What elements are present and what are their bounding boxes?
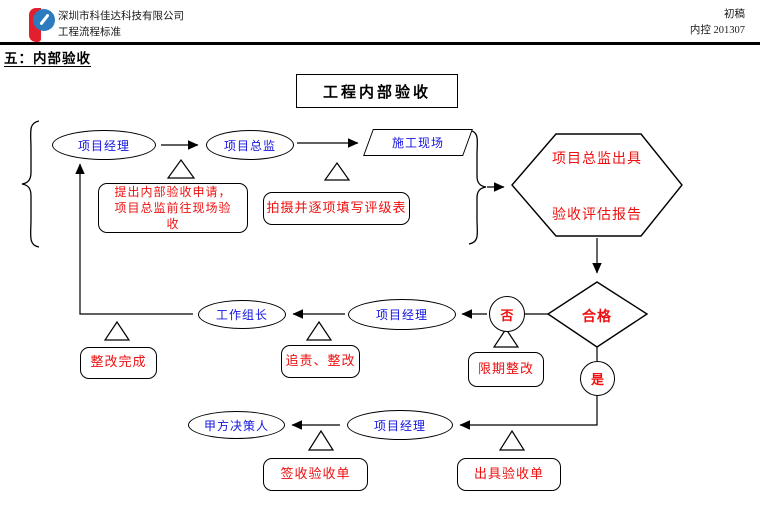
triangle-sign-note — [307, 429, 335, 451]
company-logo — [29, 5, 56, 43]
flow-title-box: 工程内部验收 — [296, 74, 458, 108]
node-client-decider: 甲方决策人 — [188, 411, 285, 439]
node-project-manager-top: 项目经理 — [52, 130, 156, 160]
node-team-leader: 工作组长 — [198, 300, 286, 329]
node-decision-yes: 是 — [580, 361, 615, 396]
node-project-manager-mid: 项目经理 — [348, 299, 456, 330]
note-deadline-rectify: 限期整改 — [468, 352, 544, 387]
triangle-accountability-note — [305, 320, 333, 341]
triangle-rectify-done-note — [103, 320, 131, 341]
note-photo-rating: 拍摄并逐项填写评级表 — [263, 192, 410, 225]
note-rectify-done: 整改完成 — [80, 347, 157, 379]
header-draft-block: 初稿 内控 201307 — [690, 7, 745, 39]
hexagon-report — [511, 133, 683, 237]
triangle-rating-note — [323, 161, 351, 181]
node-project-manager-bottom: 项目经理 — [347, 410, 453, 440]
note-issue-acceptance: 出具验收单 — [457, 458, 561, 491]
arrow-leader-to-pm-top — [75, 163, 193, 315]
left-brace — [21, 120, 40, 248]
triangle-deadline-note — [492, 327, 520, 348]
header-company-block: 深圳市科佳达科技有限公司 工程流程标准 — [58, 9, 184, 41]
arrow-yes-to-pm-bottom — [459, 396, 598, 430]
diamond-qualified-label: 合格 — [582, 309, 612, 325]
note-apply-inspection-text: 提出内部验收申请，项目总监前往现场验收 — [114, 184, 232, 232]
section-title: 五：内部验收 — [4, 51, 91, 67]
node-construction-site: 施工现场 — [363, 129, 473, 156]
node-project-director: 项目总监 — [206, 130, 294, 160]
company-name: 深圳市科佳达科技有限公司 — [58, 11, 184, 22]
node-decision-no: 否 — [489, 296, 525, 332]
right-brace — [468, 129, 487, 245]
hexagon-report-line1: 项目总监出具 — [552, 151, 642, 167]
note-sign-acceptance: 签收验收单 — [263, 458, 368, 491]
note-apply-inspection: 提出内部验收申请，项目总监前往现场验收 — [98, 183, 248, 233]
triangle-apply-note — [166, 158, 196, 179]
logo-blue-circle — [33, 9, 55, 31]
diamond-qualified — [546, 281, 649, 348]
draft-status: 初稿 — [724, 9, 745, 20]
header-rule — [0, 42, 760, 45]
doc-type: 工程流程标准 — [58, 26, 121, 38]
triangle-issue-note — [498, 429, 526, 451]
note-accountability-rectify: 追责、整改 — [281, 345, 360, 378]
construction-site-label: 施工现场 — [391, 136, 444, 150]
control-number: 内控 201307 — [689, 24, 745, 36]
hexagon-report-line2: 验收评估报告 — [552, 207, 642, 223]
